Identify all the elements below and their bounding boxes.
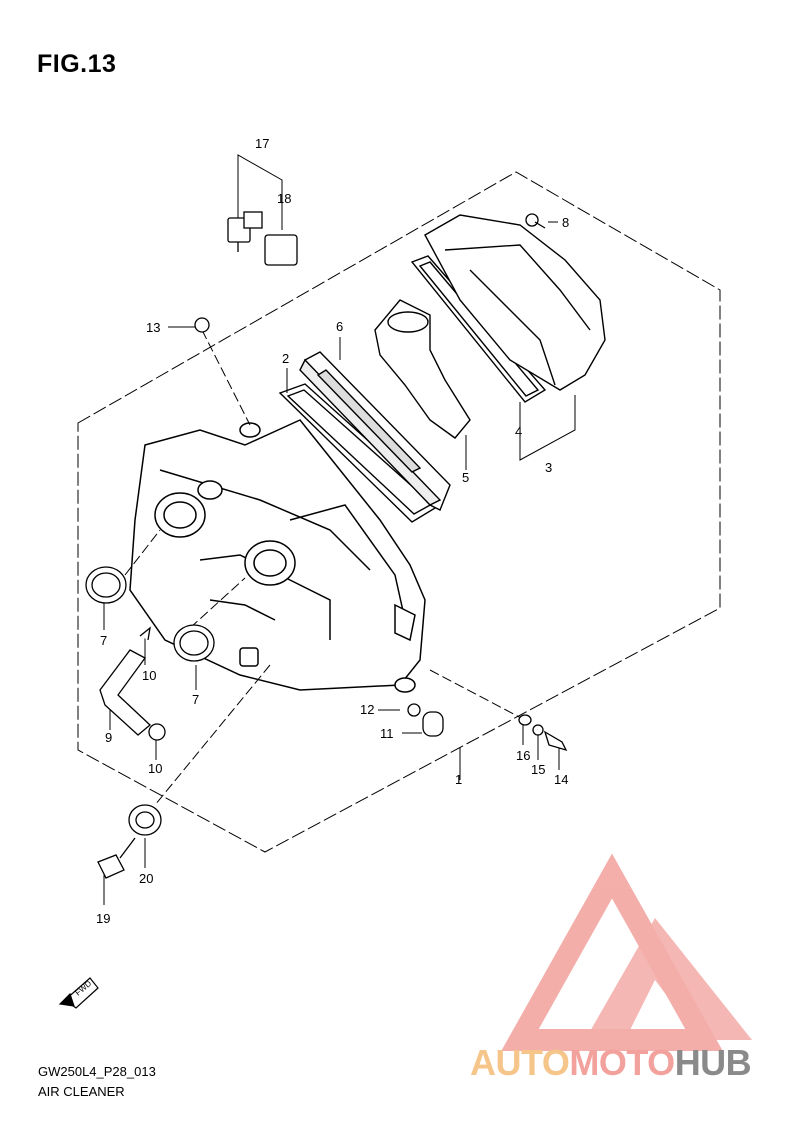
callout-9: 9 [105,730,112,745]
intake-duct [374,299,471,439]
watermark-part-auto: AUTO [470,1042,570,1083]
callout-3: 3 [545,460,552,475]
callout-15: 15 [531,762,545,777]
callout-19: 19 [96,911,110,926]
figure-code: GW250L4_P28_013 [38,1064,156,1079]
callout-7b: 7 [192,692,199,707]
watermark-part-hub: HUB [674,1042,752,1083]
callout-11: 11 [380,726,394,741]
callout-18: 18 [277,191,291,206]
callout-5: 5 [462,470,469,485]
air-cleaner-case [129,419,426,693]
small-parts [85,211,568,879]
callout-20: 20 [139,871,153,886]
callout-6: 6 [336,319,343,334]
air-filter-element [299,351,451,511]
callout-8: 8 [562,215,569,230]
watermark-logo [501,853,752,1051]
callout-12: 12 [360,702,374,717]
callout-labels: 17 18 8 13 6 2 4 3 5 7 10 7 12 9 11 16 1… [96,136,569,926]
figure-caption: AIR CLEANER [38,1084,125,1099]
callout-13: 13 [146,320,160,335]
callout-14: 14 [554,772,568,787]
watermark-text: AUTOMOTOHUB [470,1042,752,1084]
air-cleaner-cover [424,214,606,391]
callout-1: 1 [455,772,462,787]
assembly-outline [77,171,721,853]
callout-10a: 10 [142,668,156,683]
callout-16: 16 [516,748,530,763]
callout-2: 2 [282,351,289,366]
callout-17: 17 [255,136,269,151]
cover-gasket [410,255,547,403]
callout-4: 4 [515,424,522,439]
callout-10b: 10 [148,761,162,776]
figure-title: FIG.13 [37,50,117,78]
fwd-arrow-icon: FWD [58,977,99,1009]
callout-7a: 7 [100,633,107,648]
watermark-part-moto: MOTO [569,1042,675,1083]
